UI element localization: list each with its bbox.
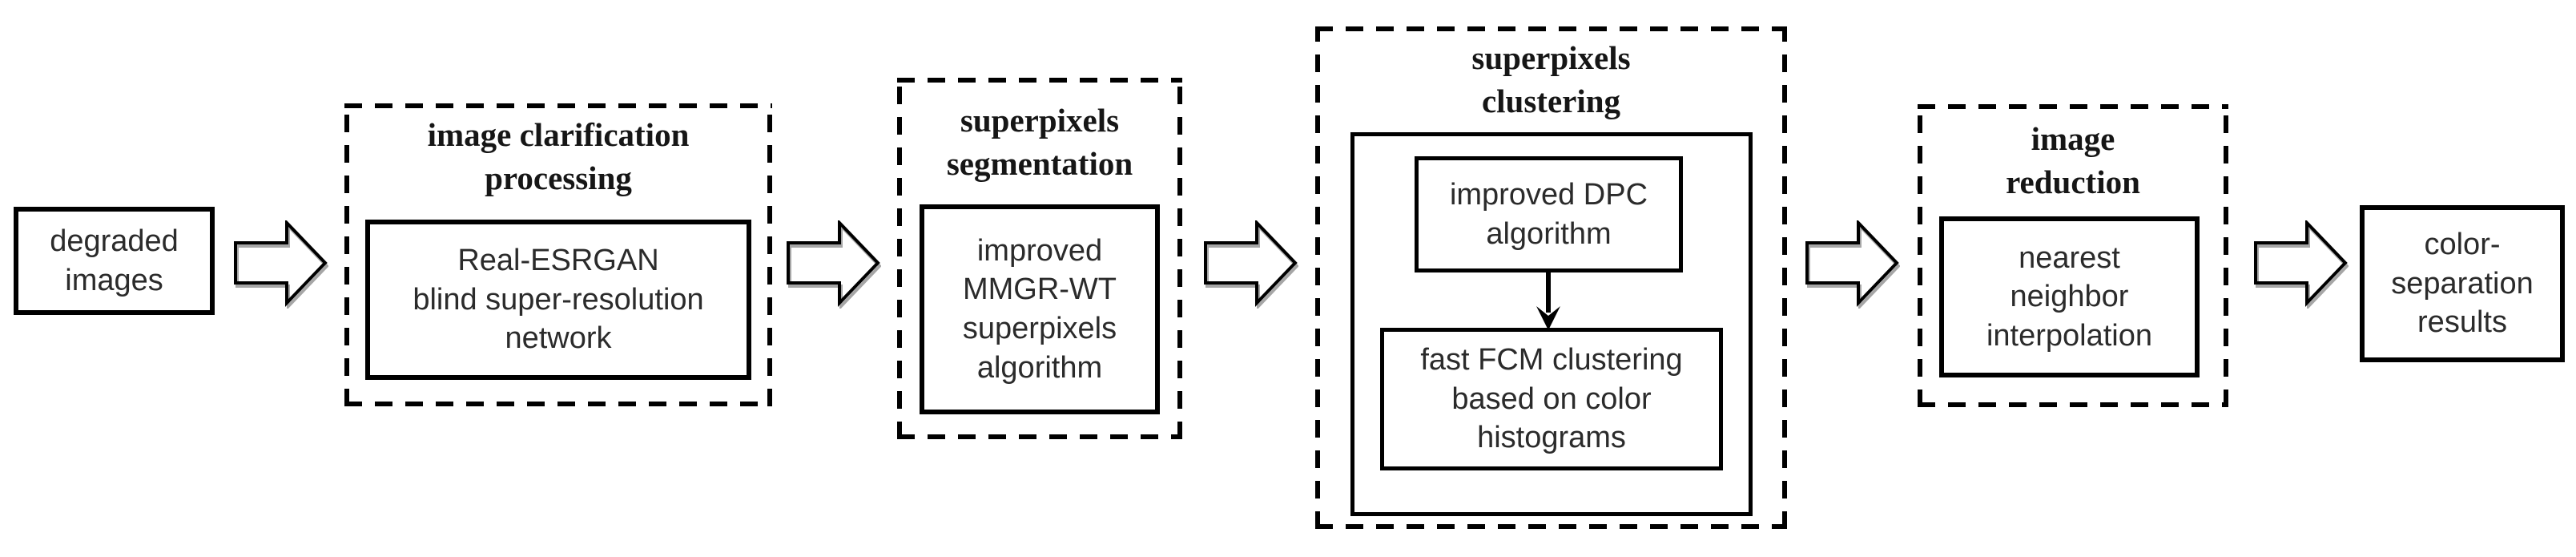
node-improved-dpc-algorithm: improved DPC algorithm	[1415, 156, 1683, 272]
clustering-container-box: improved DPC algorithm fast FCM clusteri…	[1350, 132, 1753, 516]
group-image-clarification-processing: image clarification processing Real-ESRG…	[344, 103, 772, 406]
group-image-reduction: image reduction nearest neighbor interpo…	[1918, 104, 2228, 407]
node-nearest-neighbor-interpolation: nearest neighbor interpolation	[1939, 216, 2200, 377]
block-arrow-right-icon	[1204, 220, 1298, 309]
node-real-esrgan-network: Real-ESRGAN blind super-resolution netwo…	[365, 220, 751, 380]
node-degraded-images: degraded images	[14, 207, 215, 315]
group-title: superpixels clustering	[1471, 39, 1631, 120]
group-title: superpixels segmentation	[946, 102, 1133, 183]
group-superpixels-clustering: superpixels clustering improved DPC algo…	[1315, 26, 1787, 529]
group-superpixels-segmentation: superpixels segmentation improved MMGR-W…	[897, 78, 1182, 439]
node-color-separation-results: color- separation results	[2360, 205, 2565, 362]
block-arrow-right-icon	[787, 220, 881, 309]
block-arrow-right-icon	[2254, 220, 2349, 309]
down-arrow-icon	[1536, 272, 1560, 330]
node-mmgr-wt-algorithm: improved MMGR-WT superpixels algorithm	[920, 204, 1160, 414]
block-arrow-right-icon	[234, 220, 328, 309]
block-arrow-right-icon	[1805, 220, 1900, 309]
group-title: image reduction	[2006, 120, 2140, 201]
group-title: image clarification processing	[427, 116, 690, 197]
node-fast-fcm-clustering: fast FCM clustering based on color histo…	[1380, 328, 1723, 470]
